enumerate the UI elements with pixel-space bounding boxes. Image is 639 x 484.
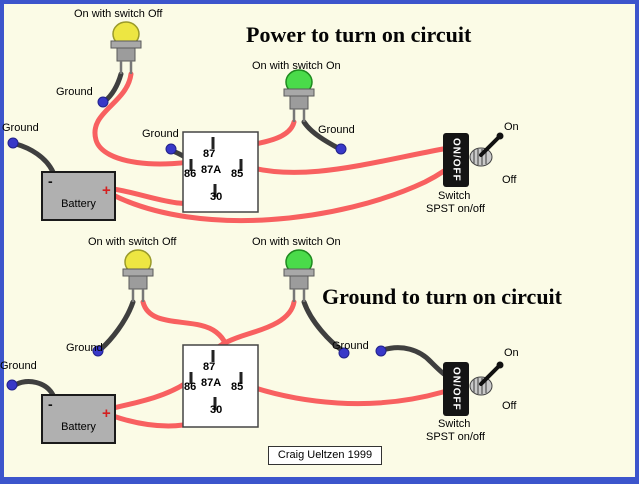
relay-pin-87-top: 87 — [203, 148, 216, 160]
battery-bottom: - + Battery — [42, 395, 115, 443]
battery-minus-terminal: - — [48, 173, 53, 189]
ground-wires-bottom — [12, 299, 447, 398]
circuit-title-bottom: Ground to turn on circuit — [322, 284, 562, 309]
credit-box: Craig Ueltzen 1999 — [268, 446, 382, 465]
switch-body-top — [443, 133, 469, 187]
battery-label: Battery — [61, 421, 96, 433]
circuit-title-top: Power to turn on circuit — [246, 22, 472, 47]
relay-pin-86-bottom: 86 — [184, 381, 197, 393]
relay-pin-85-top: 85 — [231, 168, 244, 180]
relay-top — [182, 131, 259, 213]
connector-dot — [338, 347, 350, 359]
ground-label: Ground — [66, 342, 103, 354]
wire-battery-to-switch-top — [110, 168, 447, 224]
wire-yellow-lamp-to-87a-top — [92, 71, 214, 167]
switch-caption-bottom-line2: SPST on/off — [426, 431, 485, 443]
wire-yellow-lamp-ground-bottom — [98, 299, 136, 352]
connector-dot — [375, 345, 387, 357]
ground-label: Ground — [0, 360, 37, 372]
relay-box-top — [182, 131, 259, 213]
battery-body-bottom — [41, 394, 116, 444]
relay-pin-30-top: 30 — [210, 191, 223, 203]
lamp-off-caption-top: On with switch Off — [74, 8, 163, 20]
green-lamp-top — [283, 69, 315, 122]
switch-onoff-label-top: ON/OFF — [443, 133, 469, 187]
relay-pin-30-bottom: 30 — [210, 404, 223, 416]
battery-plus-terminal: + — [102, 182, 111, 199]
switch-caption-top-line1: Switch — [438, 190, 471, 202]
switch-lever-bottom — [479, 364, 501, 386]
switch-onoff-text: ON/OFF — [450, 138, 462, 182]
switch-off-label-top: Off — [502, 174, 517, 186]
switch-on-label-top: On — [504, 121, 519, 133]
wire-85-to-switch-top — [239, 146, 446, 175]
battery-label: Battery — [61, 198, 96, 210]
lamp-off-caption-bottom: On with switch Off — [88, 236, 177, 248]
switch-caption-bottom-line1: Switch — [438, 418, 471, 430]
battery-minus-terminal: - — [48, 396, 53, 412]
relay-blades-top — [189, 137, 243, 197]
connector-dot — [335, 143, 347, 155]
ground-label: Ground — [318, 124, 355, 136]
switch-caption-top-line2: SPST on/off — [426, 203, 485, 215]
frame-top — [0, 0, 639, 4]
connector-dot — [92, 345, 104, 357]
battery-top: - + Battery — [42, 172, 115, 220]
wire-battery-ground-top — [13, 141, 56, 175]
relay-pin-87a-top: 87A — [201, 164, 222, 176]
frame-bottom — [0, 477, 639, 484]
yellow-lamp-top — [110, 21, 142, 74]
relay-pin-86-top: 86 — [184, 168, 197, 180]
wire-switch-ground-bottom — [380, 345, 447, 377]
battery-body-top — [41, 171, 116, 221]
ground-connectors — [6, 96, 387, 391]
connector-dot — [6, 379, 18, 391]
battery-plus-terminal: + — [102, 405, 111, 422]
relay-pin-85-bottom: 85 — [231, 381, 244, 393]
switch-on-label-bottom: On — [504, 347, 519, 359]
green-lamp-bottom — [283, 249, 315, 302]
wire-green-lamp-ground-top — [301, 119, 341, 151]
wire-battery-ground-bottom — [12, 379, 56, 398]
connector-dot — [165, 143, 177, 155]
switch-lever-top — [479, 135, 501, 157]
ground-label: Ground — [56, 86, 93, 98]
toggle-switch-bottom — [443, 361, 504, 416]
switch-body-bottom — [443, 362, 469, 416]
lamp-on-caption-top: On with switch On — [252, 60, 341, 72]
relay-box-bottom — [182, 344, 259, 428]
frame-right — [635, 0, 639, 484]
switch-onoff-text: ON/OFF — [450, 367, 462, 411]
connector-dot — [97, 96, 109, 108]
relay-pin-87a-bottom: 87A — [201, 377, 222, 389]
switch-off-label-bottom: Off — [502, 400, 517, 412]
lamp-on-caption-bottom: On with switch On — [252, 236, 341, 248]
ground-label: Ground — [332, 340, 369, 352]
wire-green-lamp-ground-bottom — [301, 299, 346, 354]
switch-onoff-label-bottom: ON/OFF — [443, 362, 469, 416]
wire-switch-to-85-bottom — [240, 381, 446, 407]
frame-left — [0, 0, 4, 484]
toggle-switch-top — [443, 132, 504, 187]
connector-dot — [7, 137, 19, 149]
relay-blades-bottom — [189, 350, 243, 410]
yellow-lamp-bottom — [122, 249, 154, 302]
relay-bottom — [182, 344, 259, 428]
ground-label: Ground — [142, 128, 179, 140]
relay-pin-87-bottom: 87 — [203, 361, 216, 373]
ground-label: Ground — [2, 122, 39, 134]
